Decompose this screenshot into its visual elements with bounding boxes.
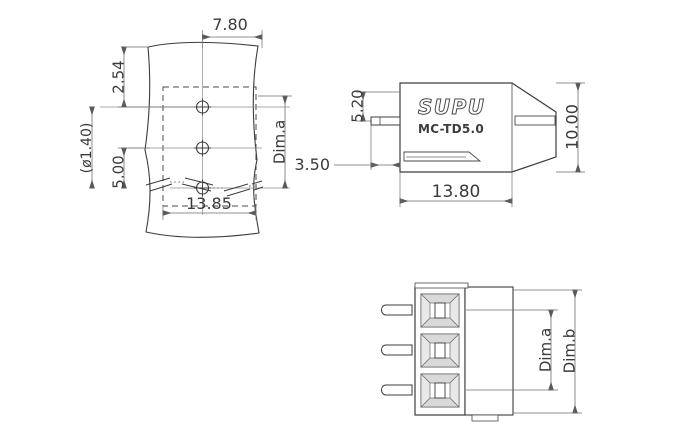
dimension-dim-a-front-view: Dim.a: [466, 309, 558, 391]
terminal-opening-3: [420, 373, 460, 408]
dimension-5-20: 5.20: [349, 89, 400, 123]
dim-b-front-label: Dim.b: [561, 329, 579, 374]
pcb-footprint-view: 2.54 7.80 (ø1.40) 5.00 Dim.a: [79, 15, 292, 238]
terminal-3-chamfer-right: [449, 373, 460, 408]
dimension-13-80: 13.80: [399, 172, 513, 207]
terminal-1-chamfer-left: [420, 293, 431, 328]
front-solder-pins: [381, 304, 413, 396]
dim-13-85-label: 13.85: [186, 194, 232, 213]
dimension-3-50: 3.50: [294, 125, 401, 174]
front-pin-2: [381, 344, 413, 356]
dim-10-00-label: 10.00: [563, 104, 582, 150]
terminal-opening-1: [420, 293, 460, 328]
dimension-hole-diameter: (ø1.40): [79, 106, 95, 189]
dimension-13-85: 13.85: [162, 194, 257, 220]
side-elevation-view: SUPU MC-TD5.0 5.20 3.50 10.00: [294, 82, 585, 207]
front-bottom-foot: [471, 414, 499, 422]
dimension-2-54: 2.54: [110, 46, 196, 108]
terminal-opening-2: [420, 333, 460, 368]
dimension-10-00: 10.00: [556, 82, 585, 173]
dimension-dim-b-front-view: Dim.b: [513, 289, 582, 414]
dim-13-80-label: 13.80: [432, 182, 481, 202]
dim-5-00-label: 5.00: [110, 155, 128, 188]
front-top-cap: [414, 282, 469, 289]
dim-hole-diameter-label: (ø1.40): [79, 123, 95, 174]
dim-2-54-label: 2.54: [110, 60, 128, 93]
dim-a-front-label: Dim.a: [537, 328, 555, 372]
dim-3-50-label: 3.50: [294, 155, 330, 174]
dimension-5-00: 5.00: [110, 147, 150, 189]
terminal-2-wire-hole: [434, 342, 446, 359]
dim-a-left-label: Dim.a: [271, 120, 289, 164]
front-pin-3: [381, 384, 413, 396]
front-pin-1: [381, 304, 413, 316]
front-body-side: [464, 286, 514, 416]
dimension-7-80: 7.80: [202, 15, 263, 48]
terminal-2-chamfer-left: [420, 333, 431, 368]
dimension-dim-a-left-view: Dim.a: [258, 95, 292, 189]
terminal-3-chamfer-left: [420, 373, 431, 408]
break-line-symbol: [145, 177, 264, 197]
supu-logo: SUPU: [418, 95, 486, 119]
solder-pin: [370, 116, 401, 126]
front-view: Dim.a Dim.b: [381, 282, 582, 422]
part-number-label: MC-TD5.0: [418, 122, 484, 136]
wire-slot-upper: [514, 115, 556, 126]
terminal-1-wire-hole: [434, 302, 446, 319]
terminal-2-chamfer-right: [449, 333, 460, 368]
latch-groove: [403, 151, 482, 162]
component-footprint-dashed: [162, 86, 257, 207]
dim-7-80-label: 7.80: [212, 15, 248, 34]
mounting-hole-2: [128, 139, 262, 157]
dim-5-20-label: 5.20: [349, 89, 367, 122]
terminal-3-wire-hole: [434, 382, 446, 399]
terminal-1-chamfer-right: [449, 293, 460, 328]
